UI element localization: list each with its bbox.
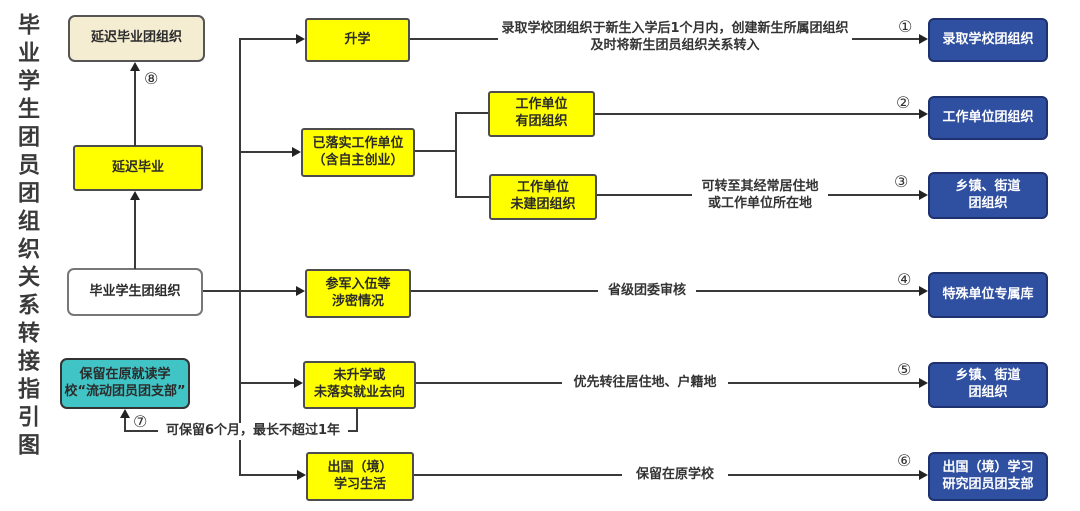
node-delayed-grad: 延迟毕业: [73, 145, 203, 191]
diagram-title: 毕业学生团员团组织关系转接指引图: [14, 13, 39, 461]
node-work-no-org: 工作单位 未建团组织: [489, 174, 597, 220]
node-admit-school-org: 录取学校团组织: [928, 18, 1048, 62]
note-provincial-review: 省级团委审核: [598, 283, 696, 300]
badge-8: ⑧: [144, 69, 159, 88]
node-employed: 已落实工作单位 （含自主创业）: [301, 128, 415, 177]
connector-line: [203, 290, 297, 292]
arrow-up-icon: [130, 62, 140, 71]
connector-line: [124, 416, 126, 431]
arrow-right-icon: [919, 378, 928, 388]
connector-line: [134, 70, 136, 146]
node-not-enrolled: 未升学或 未落实就业去向: [303, 361, 416, 409]
badge-6: ⑥: [897, 451, 912, 470]
node-grad-student-org: 毕业学生团组织: [67, 268, 203, 316]
note-keep-school: 保留在原学校: [622, 467, 728, 484]
connector-line: [239, 474, 298, 476]
badge-5: ⑤: [897, 360, 912, 379]
arrow-right-icon: [919, 286, 928, 296]
connector-line: [415, 150, 457, 152]
arrow-up-icon: [120, 409, 130, 418]
arrow-up-icon: [130, 191, 140, 200]
arrow-right-icon: [294, 378, 303, 388]
connector-line: [239, 38, 297, 40]
node-township-street-org-1: 乡镇、街道 团组织: [928, 172, 1048, 219]
note-transfer-residence: 可转至其经常居住地 或工作单位所在地: [692, 179, 828, 213]
node-abroad-study: 出国（境） 学习生活: [306, 452, 414, 501]
badge-3: ③: [894, 172, 909, 191]
arrow-right-icon: [296, 286, 305, 296]
connector-line: [595, 113, 920, 115]
connector-line: [455, 196, 489, 198]
arrow-right-icon: [919, 190, 928, 200]
badge-4: ④: [897, 270, 912, 289]
node-abroad-league-branch: 出国（境）学习 研究团员团支部: [928, 452, 1048, 501]
arrow-right-icon: [919, 470, 928, 480]
node-delayed-grad-org: 延迟毕业团组织: [68, 15, 205, 62]
arrow-right-icon: [919, 109, 928, 119]
arrow-right-icon: [919, 34, 928, 44]
arrow-right-icon: [296, 34, 305, 44]
node-military-secret: 参军入伍等 涉密情况: [305, 269, 411, 318]
arrow-right-icon: [292, 147, 301, 157]
badge-7: ⑦: [133, 412, 148, 431]
arrow-right-icon: [297, 470, 306, 480]
connector-line: [356, 408, 358, 432]
note-retain-duration: 可保留6个月，最长不超过1年: [158, 423, 348, 440]
note-priority-residence: 优先转往居住地、户籍地: [562, 375, 728, 392]
connector-trunk-line: [239, 38, 241, 476]
connector-line: [134, 199, 136, 269]
node-work-has-org: 工作单位 有团组织: [488, 91, 595, 137]
connector-line: [455, 112, 488, 114]
connector-line: [239, 151, 293, 153]
node-township-street-org-2: 乡镇、街道 团组织: [928, 362, 1048, 408]
badge-2: ②: [896, 93, 911, 112]
node-retained-school: 保留在原就读学 校“流动团员团支部”: [60, 358, 190, 409]
node-special-unit-repo: 特殊单位专属库: [928, 272, 1048, 318]
connector-line: [239, 382, 295, 384]
note-admit-school: 录取学校团组织于新生入学后1个月内，创建新生所属团组织 及时将新生团员组织关系转…: [498, 21, 852, 55]
node-further-study: 升学: [305, 18, 410, 62]
connector-split-line: [455, 112, 457, 198]
badge-1: ①: [898, 17, 913, 36]
node-work-unit-org: 工作单位团组织: [928, 96, 1048, 140]
